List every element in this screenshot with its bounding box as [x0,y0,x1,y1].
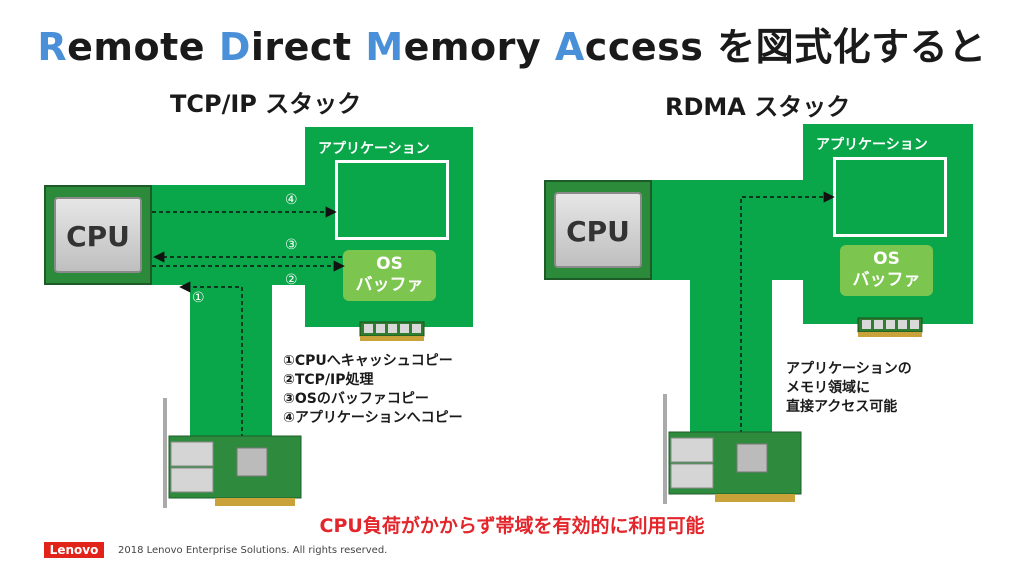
tcpip-step-2-text: ②TCP/IP処理 [283,372,374,388]
tcpip-pcie-bus [190,280,272,445]
step-4-label: ④ [285,192,298,208]
step-3-label: ③ [285,237,298,253]
tcpip-nic-card-icon [163,398,302,508]
tcpip-step-1-text: ①CPUへキャッシュコピー [283,353,453,369]
rdma-note-line1: アプリケーションの [786,361,912,377]
rdma-app-memory-box [833,157,947,237]
tcpip-memory-module-icon [359,321,425,341]
rdma-memory-module-icon [857,317,923,337]
page-title: Remote Direct Memory Access を図式化すると [0,16,1024,71]
tcpip-cpu-label: CPU [54,197,142,273]
footer-copyright: 2018 Lenovo Enterprise Solutions. All ri… [118,545,388,556]
tcpip-os-buffer-line2: バッファ [355,275,424,295]
tcpip-steps-list: ①CPUへキャッシュコピー ②TCP/IP処理 ③OSのバッファコピー ④アプリ… [283,352,463,428]
rdma-note: アプリケーションの メモリ領域に 直接アクセス可能 [786,360,912,417]
rdma-note-line2: メモリ領域に [786,380,870,396]
rdma-cpu-label: CPU [554,192,642,268]
title-word-memory: Memory [365,25,555,69]
tcpip-os-buffer: OS バッファ [343,250,436,301]
rdma-cpu-chip: CPU [544,180,652,280]
tcpip-os-buffer-line1: OS [376,254,403,274]
tcpip-stack-heading: TCP/IP スタック [170,90,362,118]
rdma-os-buffer: OS バッファ [840,245,933,296]
tcpip-cpu-chip: CPU [44,185,152,285]
lenovo-logo: Lenovo [44,542,104,558]
rdma-os-buffer-line2: バッファ [852,270,921,290]
bottom-message: CPU負荷がかからず帯域を有効的に利用可能 [319,515,705,537]
rdma-app-label: アプリケーション [816,137,928,153]
step-1-label: ① [192,290,205,306]
rdma-stack-heading: RDMA スタック [665,93,851,121]
tcpip-cpu-bus [148,185,308,285]
title-word-direct: Direct [218,25,366,69]
title-word-access: Access [554,25,718,69]
tcpip-step-4-text: ④アプリケーションへコピー [283,410,463,426]
tcpip-step-3-text: ③OSのバッファコピー [283,391,429,407]
title-word-remote: Remote [37,25,219,69]
tcpip-app-label: アプリケーション [318,141,430,157]
rdma-nic-card-icon [663,394,802,504]
rdma-note-line3: 直接アクセス可能 [786,399,898,415]
tcpip-app-memory-box [335,160,449,240]
title-suffix: を図式化すると [717,25,987,69]
rdma-cpu-bus [648,180,808,280]
rdma-pcie-bus [690,276,772,441]
step-2-label: ② [285,272,298,288]
rdma-os-buffer-line1: OS [873,249,900,269]
